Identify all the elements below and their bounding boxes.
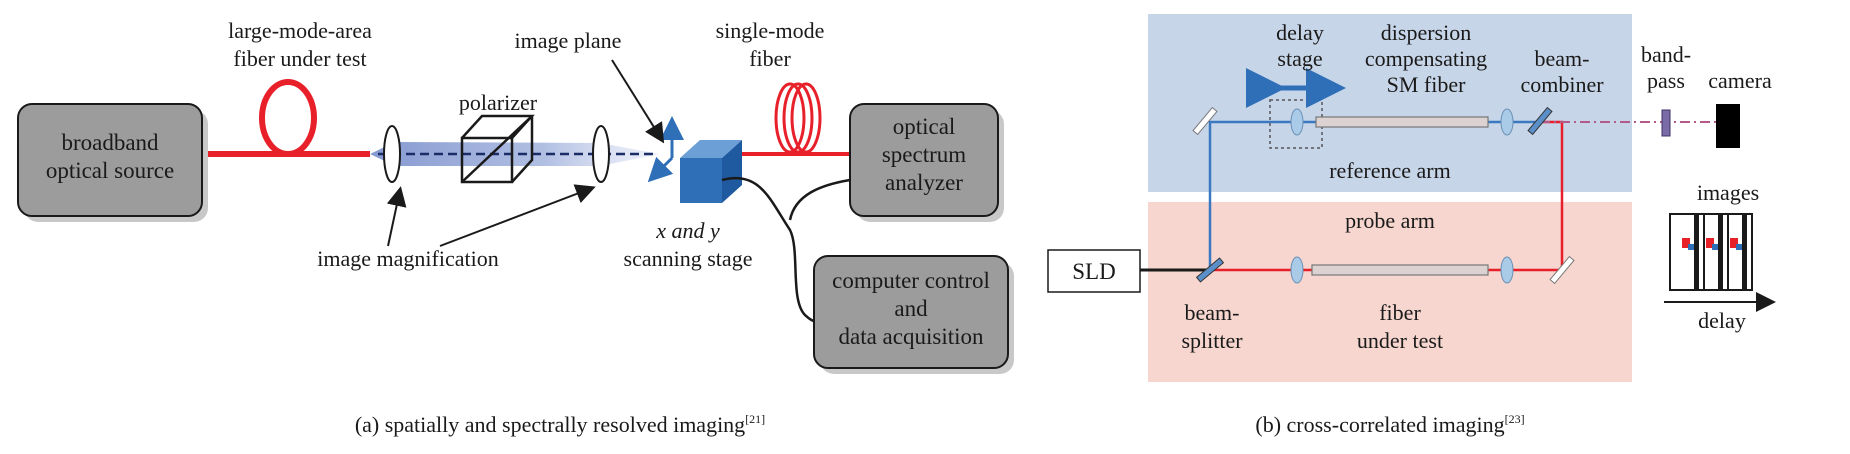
- delay-stage-label-1: delay: [1276, 20, 1324, 45]
- magnification-pointer-2: [439, 184, 596, 247]
- panel-b: SLD delay stage dispersion compensating …: [1047, 14, 1776, 437]
- beam-splitter: [1195, 257, 1225, 283]
- magnification-lens-1: [383, 125, 401, 183]
- panel-a: polarizer broadband optical source: [17, 18, 1014, 437]
- probe-lens-1: [1290, 256, 1304, 284]
- osa-line-3: analyzer: [885, 170, 963, 195]
- source-line-1: broadband: [61, 130, 159, 155]
- reference-arm-region: [1148, 14, 1632, 192]
- caption-b-text: (b) cross-correlated imaging: [1255, 412, 1504, 437]
- delay-stage-label-2: stage: [1277, 46, 1322, 71]
- probe-mirror: [1549, 255, 1575, 285]
- single-mode-fiber-label-2: fiber: [749, 46, 791, 71]
- image-stack: [1669, 213, 1753, 291]
- caption-a-text: (a) spatially and spectrally resolved im…: [355, 412, 745, 437]
- band-pass-label-1: band-: [1641, 42, 1691, 67]
- image-magnification-label: image magnification: [317, 246, 498, 271]
- delay-stage-lens: [1290, 108, 1304, 136]
- osa-line-2: spectrum: [882, 142, 966, 167]
- single-mode-fiber-label-1: single-mode: [716, 18, 825, 43]
- osa-line-1: optical: [893, 114, 956, 139]
- dispersion-fiber: [1315, 116, 1489, 128]
- dispersion-fiber-label-1: dispersion: [1381, 20, 1471, 45]
- fiber-under-test: [1311, 264, 1489, 276]
- xy-stage-label-1: x and y: [655, 218, 720, 243]
- broadband-source-box: broadband optical source: [17, 103, 208, 222]
- probe-arm-label: probe arm: [1345, 208, 1435, 233]
- reference-arm-label: reference arm: [1329, 158, 1451, 183]
- computer-cable: [788, 178, 851, 221]
- beam-splitter-label-1: beam-: [1185, 300, 1240, 325]
- image-plane-label: image plane: [515, 28, 622, 53]
- lma-fiber-label-2: fiber under test: [233, 46, 366, 71]
- sld-box: [1047, 249, 1141, 293]
- xy-scanning-stage: [680, 140, 742, 203]
- image-plane-axes: [647, 116, 684, 183]
- beam-combiner: [1527, 106, 1553, 136]
- free-space-beam: [370, 142, 660, 166]
- fiber-under-test-label-1: fiber: [1379, 300, 1421, 325]
- xy-stage-label-2: scanning stage: [624, 246, 753, 271]
- polarizer-cube: [460, 114, 535, 184]
- optical-spectrum-analyzer-box: optical spectrum analyzer: [849, 103, 1004, 222]
- fiber-under-test-label-2: under test: [1357, 328, 1443, 353]
- bandpass-filter: [1661, 109, 1671, 137]
- beam-combiner-label-2: combiner: [1520, 72, 1604, 97]
- computer-control-box: computer control and data acquisition: [813, 255, 1014, 374]
- caption-b-ref: [23]: [1505, 412, 1525, 426]
- magnification-pointer-1: [386, 186, 407, 247]
- polarizer-label: polarizer: [459, 90, 538, 115]
- lma-fiber: [200, 79, 370, 157]
- reference-lens-2: [1500, 108, 1514, 136]
- sld-label: SLD: [1072, 259, 1115, 284]
- images-label: images: [1697, 180, 1759, 205]
- caption-b: (b) cross-correlated imaging[23]: [1255, 412, 1524, 437]
- probe-lens-2: [1500, 256, 1514, 284]
- probe-arm-region: [1148, 202, 1632, 382]
- source-line-2: optical source: [46, 158, 174, 183]
- band-pass-label-2: pass: [1647, 68, 1685, 93]
- image-plane-pointer: [611, 59, 665, 144]
- computer-line-1: computer control: [832, 268, 990, 293]
- caption-a-ref: [21]: [745, 412, 765, 426]
- caption-a: (a) spatially and spectrally resolved im…: [355, 412, 765, 437]
- computer-line-3: data acquisition: [839, 324, 984, 349]
- camera-body: [1716, 104, 1740, 148]
- camera-label: camera: [1708, 68, 1772, 93]
- computer-line-2: and: [894, 296, 928, 321]
- reference-mirror: [1192, 106, 1218, 136]
- magnification-lens-2: [592, 125, 610, 183]
- dispersion-fiber-label-3: SM fiber: [1387, 72, 1467, 97]
- beam-splitter-label-2: splitter: [1181, 328, 1243, 353]
- dispersion-fiber-label-2: compensating: [1365, 46, 1487, 71]
- delay-axis-label: delay: [1698, 308, 1746, 333]
- single-mode-fiber: [742, 82, 850, 156]
- beam-combiner-label-1: beam-: [1535, 46, 1590, 71]
- lma-fiber-label-1: large-mode-area: [228, 18, 372, 43]
